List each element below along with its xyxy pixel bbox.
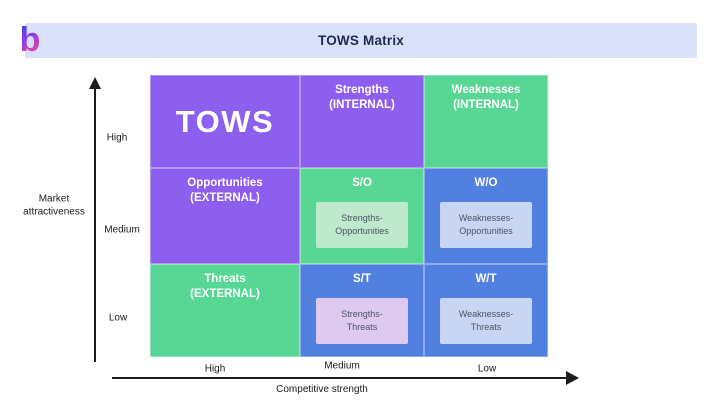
- cell-subtitle: (EXTERNAL): [190, 287, 260, 300]
- strategy-box-wo: Weaknesses- Opportunities: [440, 202, 532, 248]
- x-axis-line: [112, 377, 567, 379]
- strategy-box-line2: Threats: [346, 322, 378, 332]
- matrix-grid: TOWS Strengths (INTERNAL) Weaknesses (IN…: [150, 75, 548, 357]
- cell-so-quadrant: S/O Strengths- Opportunities: [300, 168, 424, 264]
- cell-threats-header: Threats (EXTERNAL): [150, 264, 300, 357]
- y-axis-tick-medium: Medium: [104, 224, 140, 236]
- cell-opportunities-header: Opportunities (EXTERNAL): [150, 168, 300, 264]
- cell-title: Threats: [204, 273, 246, 285]
- brand-logo-icon[interactable]: b: [13, 21, 47, 59]
- page-title: TOWS Matrix: [318, 33, 404, 48]
- cell-strengths-header: Strengths (INTERNAL): [300, 75, 424, 168]
- cell-weaknesses-header: Weaknesses (INTERNAL): [424, 75, 548, 168]
- strategy-box-so: Strengths- Opportunities: [316, 202, 408, 248]
- strategy-box-line1: Weaknesses-: [458, 309, 514, 320]
- x-axis-title-text: Competitive strength: [276, 383, 368, 395]
- quadrant-code-st: S/T: [353, 273, 371, 285]
- cell-tows: TOWS: [150, 75, 300, 168]
- strategy-box-line1: Weaknesses-: [458, 213, 514, 224]
- cell-subtitle: (EXTERNAL): [190, 191, 260, 204]
- cell-title: Opportunities: [187, 177, 263, 189]
- strategy-box-st: Strengths- Threats: [316, 298, 408, 344]
- cell-title: Strengths: [335, 84, 389, 96]
- strategy-box-line1: Strengths-: [341, 213, 383, 224]
- y-axis-tick-high: High: [106, 132, 128, 144]
- quadrant-code-wt: W/T: [475, 273, 497, 285]
- y-axis-line: [94, 86, 96, 362]
- cell-wo-quadrant: W/O Weaknesses- Opportunities: [424, 168, 548, 264]
- y-axis-title-line1: Market: [38, 193, 70, 205]
- cell-title: Weaknesses: [451, 84, 521, 96]
- y-axis-title: Market attractiveness: [23, 194, 85, 219]
- quadrant-code-so: S/O: [352, 177, 372, 189]
- x-axis-title: Competitive strength: [276, 384, 368, 397]
- header-bar: TOWS Matrix: [25, 23, 697, 58]
- strategy-box-line2: Opportunities: [335, 226, 389, 236]
- x-axis-tick-low: Low: [477, 363, 497, 375]
- cell-st-quadrant: S/T Strengths- Threats: [300, 264, 424, 357]
- quadrant-code-wo: W/O: [474, 177, 498, 189]
- y-axis-title-line2: attractiveness: [23, 206, 85, 217]
- y-axis-tick-low: Low: [108, 312, 128, 324]
- cell-subtitle: (INTERNAL): [453, 98, 519, 111]
- cell-subtitle: (INTERNAL): [329, 98, 395, 111]
- cell-wt-quadrant: W/T Weaknesses- Threats: [424, 264, 548, 357]
- y-axis-arrowhead-icon: [89, 77, 101, 89]
- strategy-box-line2: Threats: [470, 322, 502, 332]
- tows-label: TOWS: [175, 103, 275, 139]
- strategy-box-wt: Weaknesses- Threats: [440, 298, 532, 344]
- strategy-box-line2: Opportunities: [459, 226, 513, 236]
- x-axis-tick-medium: Medium: [324, 360, 360, 372]
- brand-logo-letter: b: [20, 22, 41, 58]
- x-axis-tick-high: High: [204, 363, 226, 375]
- x-axis-arrowhead-icon: [566, 371, 579, 385]
- strategy-box-line1: Strengths-: [341, 309, 383, 320]
